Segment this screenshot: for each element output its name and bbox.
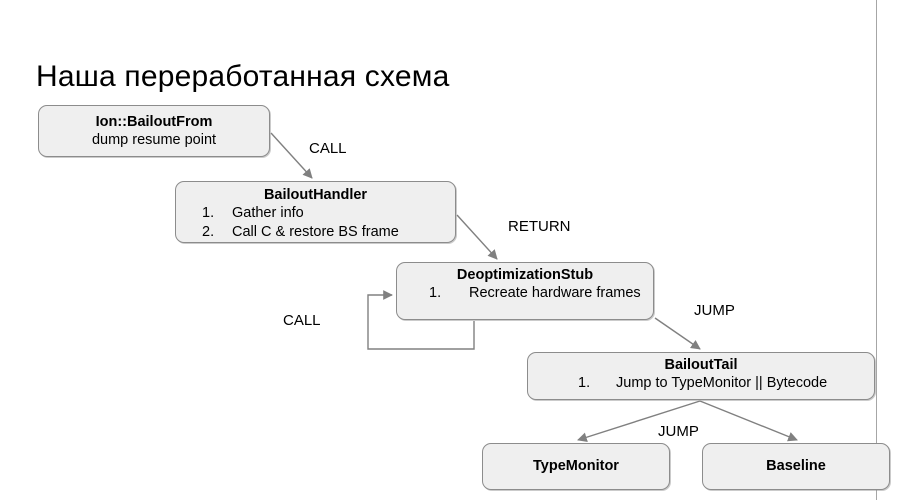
node-deoptimizationstub[interactable]: DeoptimizationStub 1. Recreate hardware … (396, 262, 654, 320)
step-number: 1. (578, 375, 591, 391)
step-number: 2. (202, 224, 215, 240)
node-typemonitor[interactable]: TypeMonitor (482, 443, 670, 490)
node-subtitle: dump resume point (91, 132, 217, 148)
node-title: Ion::BailoutFrom (95, 114, 213, 130)
list-item: 1. Gather info (176, 204, 455, 223)
list-item: 2. Call C & restore BS frame (176, 223, 455, 242)
slide-right-border (876, 0, 877, 500)
node-title: Baseline (766, 458, 826, 474)
step-text: Call C & restore BS frame (232, 224, 399, 240)
node-bailouttail[interactable]: BailoutTail 1. Jump to TypeMonitor || By… (527, 352, 875, 400)
edge-label-jump-1: JUMP (694, 302, 735, 319)
node-step-list: 1. Jump to TypeMonitor || Bytecode (528, 374, 874, 393)
node-title: BailoutTail (664, 357, 738, 373)
node-step-list: 1. Recreate hardware frames (397, 284, 653, 303)
step-text: Recreate hardware frames (469, 285, 641, 301)
list-item: 1. Jump to TypeMonitor || Bytecode (528, 374, 874, 393)
edge-label-jump-2: JUMP (658, 423, 699, 440)
edge-jump-1 (654, 317, 701, 350)
page-title: Наша переработанная схема (36, 60, 450, 94)
node-title: BailoutHandler (263, 187, 368, 203)
node-bailouthandler[interactable]: BailoutHandler 1. Gather info 2. Call C … (175, 181, 456, 243)
node-ion-bailoutfrom[interactable]: Ion::BailoutFrom dump resume point (38, 105, 270, 157)
edge-jump-3 (699, 400, 798, 442)
step-text: Gather info (232, 205, 304, 221)
node-title: TypeMonitor (533, 458, 619, 474)
edge-label-call-1: CALL (309, 140, 347, 157)
edge-label-return: RETURN (508, 218, 571, 235)
node-title: DeoptimizationStub (456, 267, 594, 283)
edge-label-call-2: CALL (283, 312, 321, 329)
node-step-list: 1. Gather info 2. Call C & restore BS fr… (176, 204, 455, 242)
edge-call-1 (270, 132, 313, 179)
step-text: Jump to TypeMonitor || Bytecode (616, 375, 828, 391)
edge-return (456, 214, 498, 260)
step-number: 1. (202, 205, 215, 221)
node-baseline[interactable]: Baseline (702, 443, 890, 490)
step-number: 1. (429, 285, 442, 301)
list-item: 1. Recreate hardware frames (397, 284, 653, 303)
